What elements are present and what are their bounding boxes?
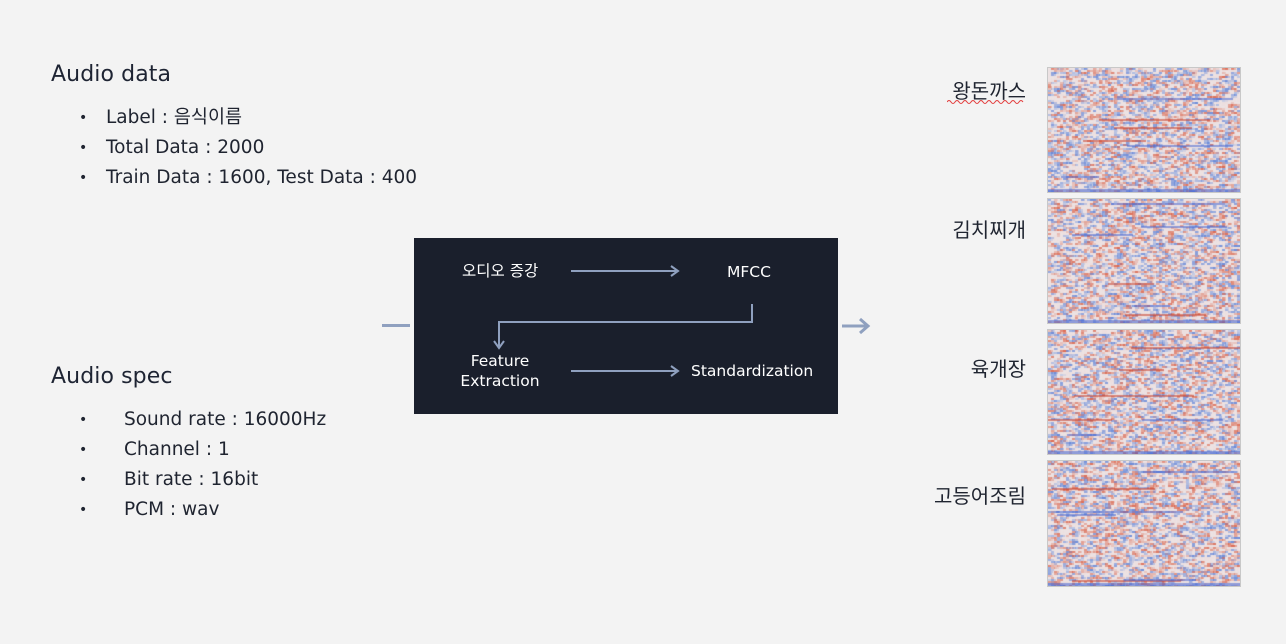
bullet-icon: • [79,170,88,186]
bullet-icon: • [79,472,88,488]
connector-dash [382,324,410,327]
arrow-mfcc-to-feature [498,304,753,346]
list-item-text: Sound rate : 16000Hz [124,409,327,430]
preprocessing-pipeline: 오디오 증강 MFCC Feature Extraction Standardi… [414,238,838,414]
list-item-text: Label : 음식이름 [106,107,242,128]
feature-extraction-line2: Extraction [460,372,540,390]
bullet-icon: • [79,442,88,458]
list-item-text: Channel : 1 [124,439,230,460]
augmentation-step: 오디오 증강 [462,262,539,280]
food-label: 김치찌개 [952,218,1026,242]
spellcheck-underline [947,100,1024,104]
food-label: 육개장 [970,357,1026,381]
list-item-text: Bit rate : 16bit [124,469,259,490]
pipeline-arrows [493,265,753,377]
bullet-icon: • [79,110,88,126]
spectrogram-image [1047,198,1241,324]
bullet-icon: • [79,502,88,518]
feature-extraction-line1: Feature [470,352,530,370]
feature-extraction-step: Feature Extraction [459,351,541,391]
bullet-icon: • [79,140,88,156]
food-label: 왕돈까스 [952,79,1026,103]
arrowhead-icon [493,340,505,350]
spectrogram-image [1047,460,1241,587]
arrowhead-icon [670,265,680,277]
spectrogram-image [1047,67,1241,193]
mfcc-step: MFCC [727,263,771,281]
list-item-text: Total Data : 2000 [106,137,265,158]
list-item-text: PCM : wav [124,499,220,520]
audio-spec-title: Audio spec [51,364,173,389]
bullet-icon: • [79,412,88,428]
standardization-step: Standardization [691,362,814,380]
spectrogram-image [1047,329,1241,455]
list-item-text: Train Data : 1600, Test Data : 400 [106,167,418,188]
output-arrow-icon [842,317,871,335]
arrowhead-icon [670,365,680,377]
food-label: 고등어조림 [934,484,1026,508]
audio-data-title: Audio data [51,62,172,87]
